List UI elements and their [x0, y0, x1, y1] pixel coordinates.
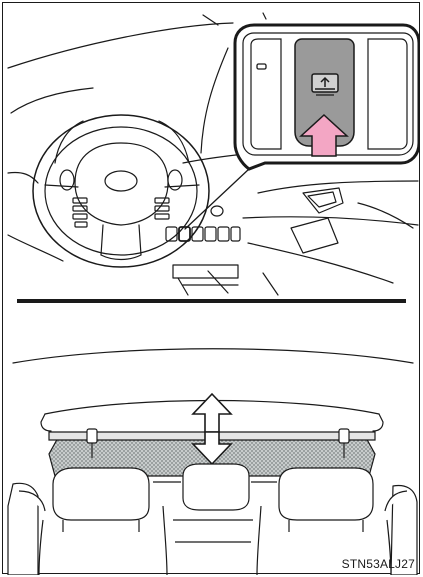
panel-divider: [17, 299, 406, 303]
rear-sunshade-switch-icon: [312, 74, 338, 95]
dashboard-illustration: [3, 3, 419, 299]
switch-inset: [235, 25, 419, 169]
up-down-arrow: [193, 394, 231, 432]
rear-window-panel: [3, 306, 419, 575]
rear-sunshade-illustration: [3, 306, 419, 575]
dashboard-panel: [3, 3, 419, 299]
figure-frame: STN53ALJ27: [2, 2, 420, 574]
figure-code: STN53ALJ27: [342, 557, 415, 571]
